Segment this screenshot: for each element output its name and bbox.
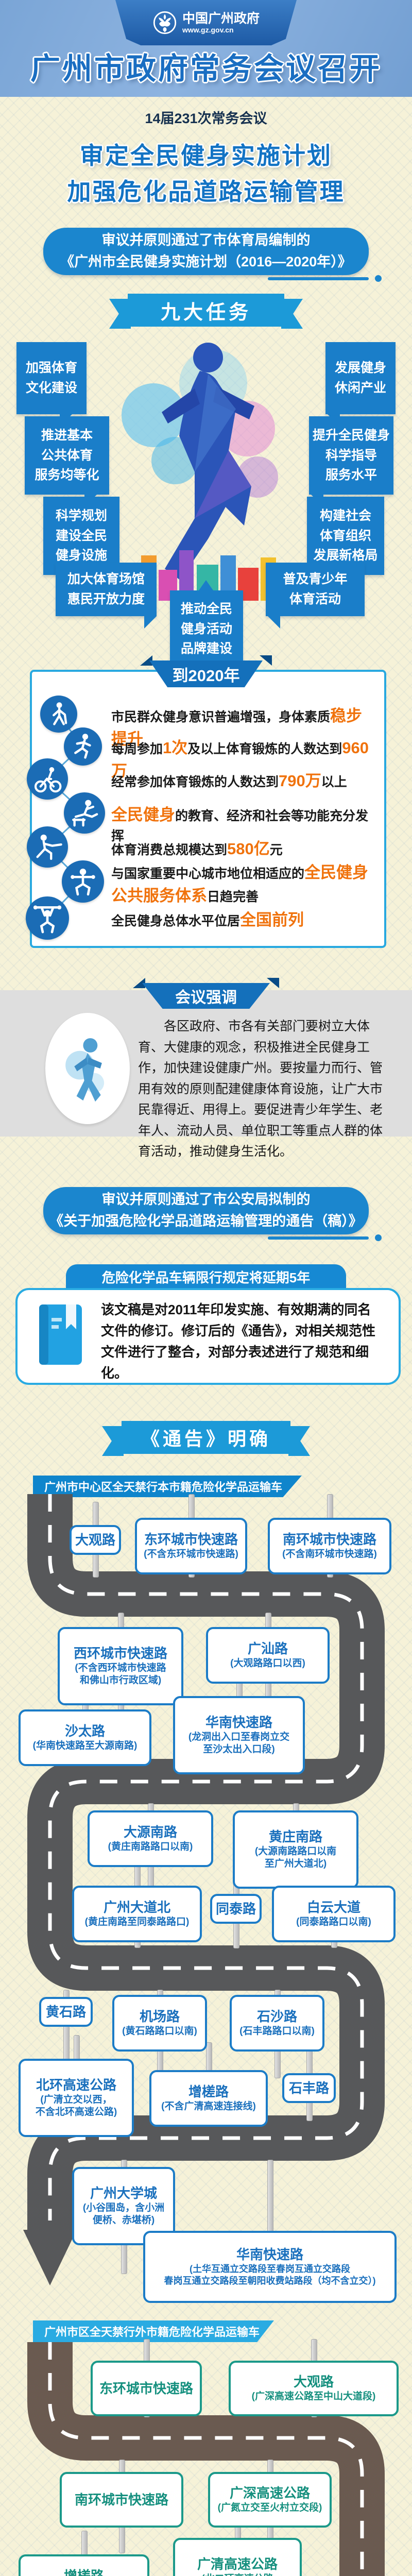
road-sign: 黄庄南路(大源南路路口以南 至广州大道北) xyxy=(233,1810,358,1889)
task-box-9: 发展健身 休闲产业 xyxy=(325,342,396,414)
task-pointer xyxy=(268,616,280,629)
road-sign: 大源南路(黄庄南路路口以南) xyxy=(88,1810,213,1867)
goals-2020-title: 到2020年 xyxy=(149,660,263,687)
banner-fold xyxy=(267,978,279,988)
main-title-line2: 加强危化品道路运输管理 xyxy=(67,178,345,205)
chem-note-text: 该文稿是对2011年印发实施、有效期满的同名文件的修订。修订后的《通告》，对相关… xyxy=(101,1302,376,1381)
road-sign: 广州大道北(黄庄南路至同泰路路口) xyxy=(72,1886,202,1942)
road-sign: 沙太路(华南快速路至大源南路) xyxy=(19,1709,151,1766)
road-sign: 广深高速公路(广氮立交至火村立交段) xyxy=(208,2472,332,2528)
goal-item-1: 市民群众健身意识普遍增强，身体素质稳步提升 xyxy=(111,707,363,748)
goal-item-3: 经常参加体育锻炼的人数达到790万以上 xyxy=(111,772,347,790)
road-sign: 东环城市快速路 xyxy=(91,2361,202,2416)
fitness-intro-line1: 审议并原则通过了市体育局编制的 xyxy=(101,232,311,248)
road-sign: 华南快速路(土华互通立交路段至春岗互通立交路段 春岗互通立交路段至朝阳收费站路段… xyxy=(143,2231,397,2303)
goal-item-6: 与国家重要中心城市地位相适应的全民健身公共服务体系日趋完善 xyxy=(111,863,369,905)
divider-dot xyxy=(375,1234,382,1241)
runner-illustration xyxy=(118,343,293,601)
logo-url: www.gz.gov.cn xyxy=(182,26,234,35)
foreign-ban-flag: 广州市区全天禁行外市籍危险化学品运输车 xyxy=(33,2320,274,2342)
runner-icon xyxy=(65,1038,105,1102)
notice-banner: 《通告》明确 xyxy=(122,1421,290,1454)
local-ban-flag: 广州市中心区全天禁行本市籍危险化学品运输车 xyxy=(33,1476,302,1497)
road-sign: 南环城市快速路(不含南环城市快速路) xyxy=(268,1518,391,1574)
main-title-line1: 审定全民健身实施计划 xyxy=(80,142,332,169)
sign-pole xyxy=(267,2160,273,2238)
tasks-banner: 九大任务 xyxy=(128,294,284,327)
task-pointer xyxy=(199,580,213,590)
road-sign: 华南快速路(龙洞出入口至春岗立交 至沙太出入口段) xyxy=(173,1696,305,1774)
road-sign: 广汕路(大观路路口以西) xyxy=(206,1627,330,1684)
chem-tab-title: 危险化学品车辆限行规定将延期5年 xyxy=(66,1264,346,1289)
cycling-icon xyxy=(27,758,68,800)
divider-line xyxy=(268,1236,369,1240)
task-box-3: 科学规划 建设全民 健身设施 xyxy=(43,497,119,575)
road-sign: 西环城市快速路(不含西环城市快速路 和佛山市行政区域) xyxy=(58,1627,183,1705)
fitness-intro-line2: 《广州市全民健身实施计划（2016—2020年）》 xyxy=(60,254,352,269)
page-title: 广州市政府常务会议召开 xyxy=(30,52,382,86)
divider-dot xyxy=(375,275,382,282)
hurdling-icon xyxy=(64,792,105,834)
divider-line xyxy=(268,277,369,280)
notice-book-icon xyxy=(39,1304,82,1365)
goal-item-5: 体育消费总规模达到580亿元 xyxy=(111,840,283,858)
road-sign: 东环城市快速路(不含东环城市快速路) xyxy=(135,1518,247,1574)
road-sign: 机场路(黄石路路口以南) xyxy=(112,1995,207,2052)
banner-fold xyxy=(133,978,145,988)
running-icon xyxy=(64,727,102,766)
road-sign: 大观路(广深高速公路至中山大道段) xyxy=(229,2361,399,2416)
banner-fold xyxy=(140,655,152,666)
fitness-intro-box: 审议并原则通过了市体育局编制的 《广州市全民健身实施计划（2016—2020年）… xyxy=(43,228,369,275)
banner-fold xyxy=(260,655,272,666)
task-box-5: 推动全民 健身活动 品牌建设 xyxy=(170,590,243,668)
ribbon-wing-right xyxy=(288,1426,310,1456)
runner-badge xyxy=(45,1013,130,1124)
road-sign: 黄石路 xyxy=(39,1997,93,2027)
weightlifting-icon xyxy=(26,896,69,940)
chem-intro-box: 审议并原则通过了市公安局拟制的 《关于加强危险化学品道路运输管理的通告（稿）》 xyxy=(43,1187,369,1234)
road-sign: 南环城市快速路 xyxy=(60,2472,183,2528)
road-sign: 增槎路(不含广清高速连接线) xyxy=(19,2554,149,2576)
logo-text: 中国广州政府 xyxy=(182,11,260,26)
header-logo-ribbon: 中国广州政府 www.gz.gov.cn xyxy=(115,0,297,45)
road-sign: 石丰路 xyxy=(282,2073,336,2103)
walking-icon xyxy=(40,696,77,733)
road-sign: 广清高速公路(北二环高速公路 龙山互通立交以南) xyxy=(173,2538,302,2576)
task-box-8: 提升全民健身 科学指导 服务水平 xyxy=(309,416,393,495)
task-box-6: 普及青少年 体育活动 xyxy=(266,563,365,616)
goal-item-2: 每周参加1次及以上体育锻炼的人数达到960万 xyxy=(111,739,369,780)
emphasis1-text: 各区政府、市各有关部门要树立大体育、大健康的观念，积极推进全民健身工作，加快建设… xyxy=(138,1019,383,1159)
road-sign: 石沙路(石丰路路口以南) xyxy=(230,1995,324,2052)
task-pointer xyxy=(144,616,157,629)
road-graphic-local xyxy=(23,1494,385,2285)
road-sign: 北环高速公路(广清立交以西， 不含北环高速公路) xyxy=(19,2059,134,2137)
task-box-2: 推进基本 公共体育 服务均等化 xyxy=(25,416,109,495)
road-sign: 白云大道(同泰路路口以南) xyxy=(272,1886,396,1942)
session-label: 14届231次常务会议 xyxy=(145,111,267,126)
goal-item-4: 全民健身的教育、经济和社会等功能充分发挥 xyxy=(111,806,369,843)
chem-intro-line1: 审议并原则通过了市公安局拟制的 xyxy=(101,1192,311,1208)
gz-flower-emblem-icon xyxy=(152,10,177,35)
ribbon-wing-left xyxy=(102,1426,124,1456)
squat-lift-icon xyxy=(62,860,104,903)
emphasis1-banner: 会议强调 xyxy=(142,983,270,1009)
chem-intro-line2: 《关于加强危险化学品道路运输管理的通告（稿）》 xyxy=(49,1213,363,1229)
road-graphic-foreign xyxy=(27,2342,385,2576)
goal-item-7: 全民健身总体水平位居全国前列 xyxy=(111,911,304,929)
road-sign: 同泰路 xyxy=(210,1894,262,1924)
road-sign: 增槎路(不含广清高速连接线) xyxy=(149,2070,268,2127)
fencing-icon xyxy=(27,826,68,868)
task-box-1: 加强体育 文化建设 xyxy=(16,342,87,414)
task-box-7: 构建社会 体育组织 发展新格局 xyxy=(307,497,384,575)
road-sign: 大观路 xyxy=(70,1525,121,1555)
task-box-4: 加大体育场馆 惠民开放力度 xyxy=(56,563,157,616)
